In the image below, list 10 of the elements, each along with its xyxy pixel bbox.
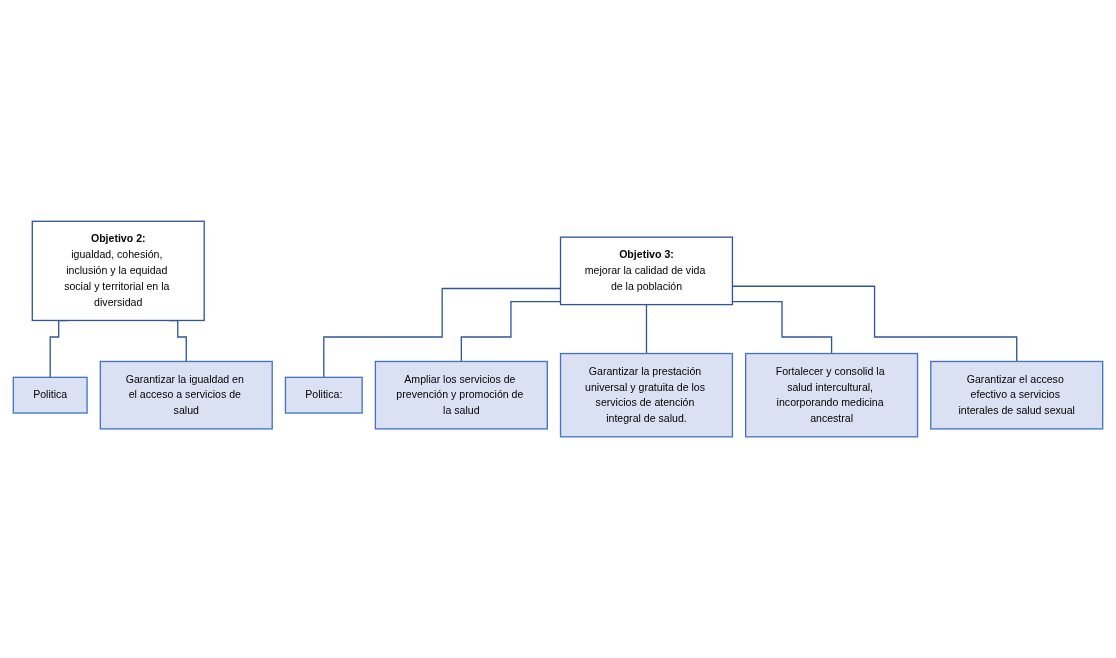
node-box: Garantizar la prestación universal y gratuita de los servicios de atención integral de salud. [559,352,734,438]
node-box: Garantizar el acceso efectivo a servicios interales de salud sexual [930,360,1104,430]
connector [645,303,648,355]
node-box: Fortalecer y consolid la salud intercultural, incorporando medicina ancestral [745,352,919,438]
node-box: Garantizar la igualdad en el acceso a servicios de salud [99,360,273,430]
node-box: Ampliar los servicios de prevención y promoción de la salud [374,360,548,430]
node-box: Objetivo 2: igualdad, cohesión, inclusión y la equidad social y territorial en la diversidad [31,220,205,322]
node-box: Objetivo 3: mejorar la calidad de vida de la población [559,236,734,306]
node-box: Politica [12,376,88,414]
node-box: Politica: [284,376,363,414]
